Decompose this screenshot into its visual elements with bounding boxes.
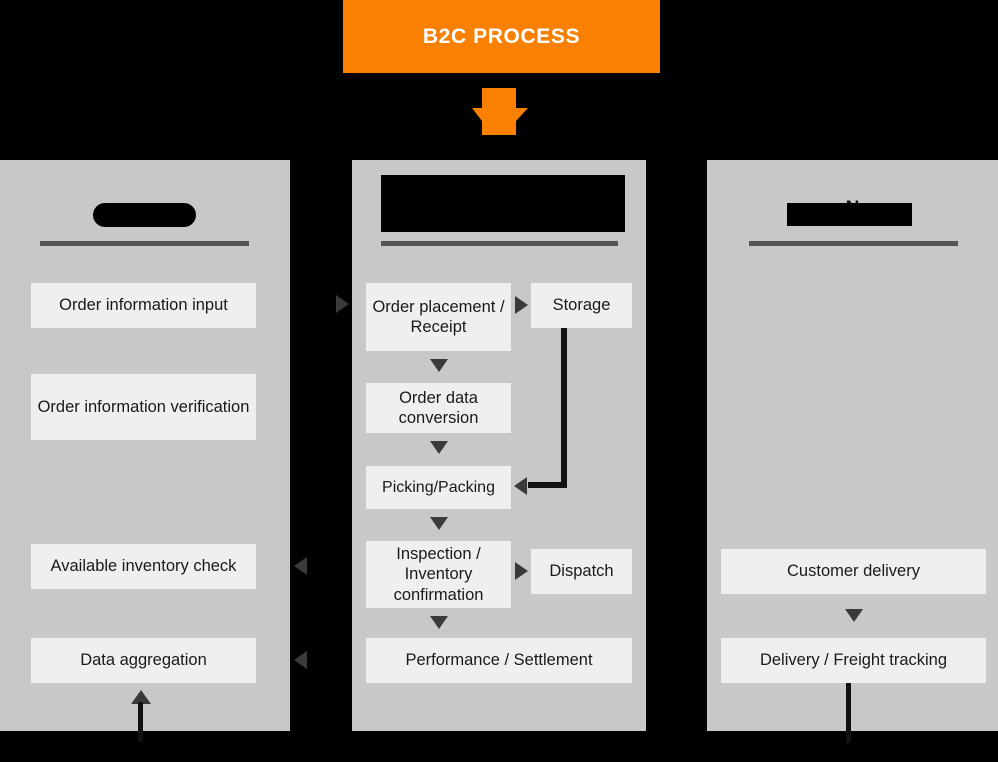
box-label: Picking/Packing	[382, 478, 495, 496]
banner-title: B2C PROCESS	[422, 24, 581, 48]
box-inspection-inventory-confirmation[interactable]: Inspection / Inventory confirmation	[366, 541, 511, 608]
connector-line-data-aggregation	[138, 702, 143, 742]
box-label: Data aggregation	[80, 651, 207, 670]
panel-customer-title-redaction	[93, 203, 196, 227]
arrow-right-icon-inspection-to-dispatch	[515, 562, 528, 580]
panel-center	[352, 160, 646, 731]
box-label: Order information verification	[37, 397, 250, 416]
b2c-process-banner: B2C PROCESS	[343, 0, 660, 73]
arrow-left-icon-center-to-inventory-check	[294, 557, 307, 575]
connector-line-storage-vertical	[561, 328, 567, 488]
box-order-information-input[interactable]: Order information input	[31, 283, 256, 328]
box-available-inventory-check[interactable]: Available inventory check	[31, 544, 256, 589]
box-label: Order information input	[59, 296, 228, 315]
connector-line-storage-horizontal	[528, 482, 567, 488]
arrow-down-icon-inspection-to-performance	[430, 616, 448, 629]
box-label: Order data conversion	[398, 388, 479, 427]
box-label: Customer delivery	[787, 562, 920, 581]
box-order-information-verification[interactable]: Order information verification	[31, 374, 256, 440]
box-dispatch[interactable]: Dispatch	[531, 549, 632, 594]
arrow-left-icon-center-to-data-aggregation	[294, 651, 307, 669]
panel-network-title-redaction	[787, 203, 912, 226]
panel-network: N	[707, 160, 998, 731]
orange-down-arrow-icon	[472, 88, 528, 135]
box-data-aggregation[interactable]: Data aggregation	[31, 638, 256, 683]
box-order-placement-receipt[interactable]: Order placement / Receipt	[366, 283, 511, 351]
arrow-up-icon-data-aggregation	[131, 690, 151, 704]
box-picking-packing[interactable]: Picking/Packing	[366, 466, 511, 509]
box-label: Inspection / Inventory confirmation	[393, 545, 484, 604]
box-label: Available inventory check	[50, 557, 237, 576]
panel-network-title-rule	[749, 241, 958, 246]
arrow-down-icon-placement-to-conversion	[430, 359, 448, 372]
panel-center-title-redaction	[381, 175, 625, 232]
box-storage[interactable]: Storage	[531, 283, 632, 328]
box-label: Dispatch	[549, 562, 614, 581]
box-label: Storage	[552, 296, 611, 315]
box-customer-delivery[interactable]: Customer delivery	[721, 549, 986, 594]
box-delivery-freight-tracking[interactable]: Delivery / Freight tracking	[721, 638, 986, 683]
panel-customer-title-rule	[40, 241, 249, 246]
box-performance-settlement[interactable]: Performance / Settlement	[366, 638, 632, 683]
arrow-down-icon-picking-to-inspection	[430, 517, 448, 530]
arrow-right-icon-placement-to-storage	[515, 296, 528, 314]
box-label: Performance / Settlement	[405, 651, 593, 670]
box-label: Order placement / Receipt	[372, 297, 505, 336]
arrow-right-icon-customer-to-center	[336, 295, 349, 313]
panel-center-title-rule	[381, 241, 618, 246]
arrow-down-icon-delivery-to-freight	[845, 609, 863, 622]
arrow-left-icon-storage-to-picking	[514, 477, 527, 495]
connector-line-freight-tracking	[846, 683, 851, 743]
box-order-data-conversion[interactable]: Order data conversion	[366, 383, 511, 433]
arrow-down-icon-conversion-to-picking	[430, 441, 448, 454]
panel-customer	[0, 160, 290, 731]
box-label: Delivery / Freight tracking	[759, 651, 948, 670]
